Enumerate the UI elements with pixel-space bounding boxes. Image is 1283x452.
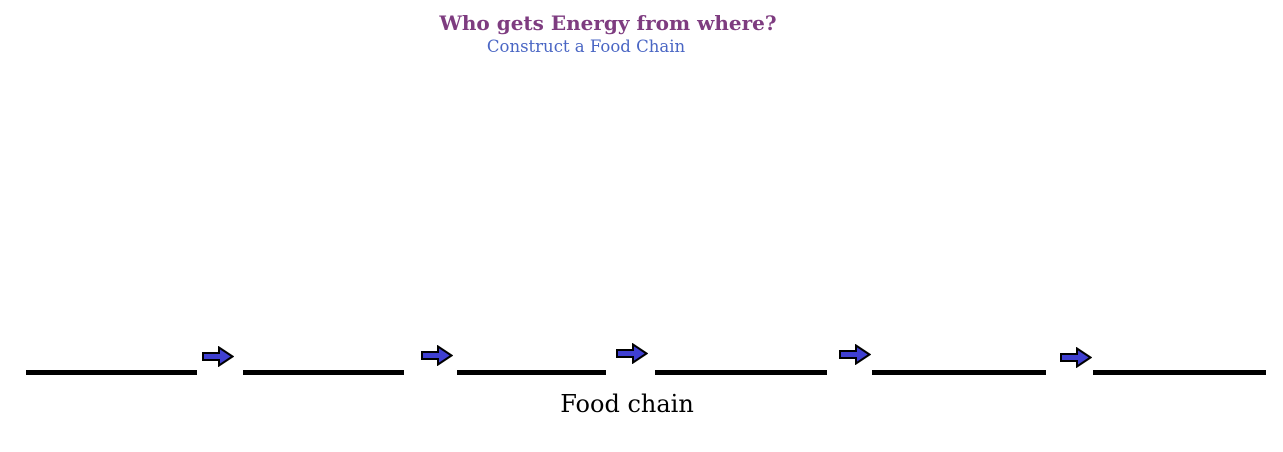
food-chain-label: Food chain	[560, 390, 694, 418]
right-block-arrow-icon	[202, 346, 234, 367]
right-block-arrow-icon	[421, 345, 453, 366]
food-chain-blank-5[interactable]	[872, 370, 1046, 375]
page-subtitle: Construct a Food Chain	[486, 37, 686, 56]
food-chain-blank-4[interactable]	[655, 370, 827, 375]
food-chain-blank-1[interactable]	[26, 370, 197, 375]
right-block-arrow-icon	[1060, 347, 1092, 368]
food-chain-blank-6[interactable]	[1093, 370, 1266, 375]
food-chain-blank-3[interactable]	[457, 370, 606, 375]
page-title: Who gets Energy from where?	[439, 11, 777, 35]
food-chain-blank-2[interactable]	[243, 370, 404, 375]
right-block-arrow-icon	[839, 344, 871, 365]
right-block-arrow-icon	[616, 343, 648, 364]
